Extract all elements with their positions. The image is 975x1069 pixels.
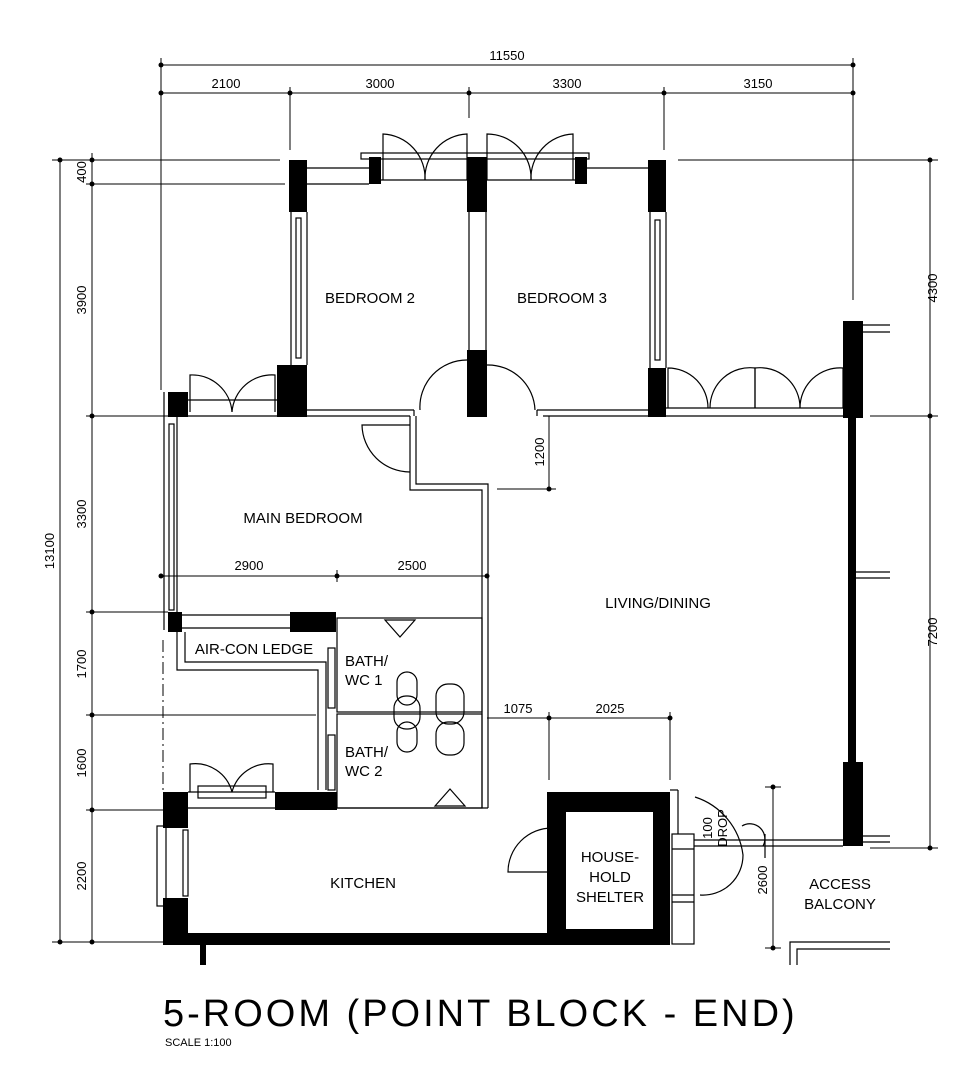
dim-left-overall: 13100 xyxy=(42,533,57,569)
dim-left-4: 1700 xyxy=(74,650,89,679)
room-bath-2-line1: BATH/ xyxy=(345,744,389,761)
drop-label: DROP xyxy=(715,809,730,847)
dim-right-2: 7200 xyxy=(925,618,940,647)
room-bath-2-line2: WC 2 xyxy=(345,763,383,780)
room-shelter-line3: SHELTER xyxy=(576,889,644,906)
room-living-dining: LIVING/DINING xyxy=(605,595,711,612)
room-bath-1-line2: WC 1 xyxy=(345,672,383,689)
doors xyxy=(189,133,844,896)
dim-left-3: 3300 xyxy=(74,500,89,529)
dim-balcony: 2600 xyxy=(755,866,770,895)
dim-left-2: 3900 xyxy=(74,286,89,315)
fixtures xyxy=(393,671,465,756)
dim-right-1: 4300 xyxy=(925,274,940,303)
dim-left-1: 400 xyxy=(74,161,89,183)
room-labels: BEDROOM 2 BEDROOM 3 MAIN BEDROOM LIVING/… xyxy=(195,290,876,913)
room-access-balcony-line1: ACCESS xyxy=(809,876,871,893)
room-main-bedroom: MAIN BEDROOM xyxy=(243,510,362,527)
room-bedroom-3: BEDROOM 3 xyxy=(517,290,607,307)
dim-main-bedroom-2: 2500 xyxy=(398,558,427,573)
dimension-lines xyxy=(52,58,938,951)
dim-left-5: 1600 xyxy=(74,749,89,778)
dim-top-4: 3150 xyxy=(744,76,773,91)
dim-top-3: 3300 xyxy=(553,76,582,91)
dim-left-6: 2200 xyxy=(74,862,89,891)
room-bedroom-2: BEDROOM 2 xyxy=(325,290,415,307)
dim-top-2: 3000 xyxy=(366,76,395,91)
room-shelter-line1: HOUSE- xyxy=(581,849,639,866)
dim-main-bedroom-1: 2900 xyxy=(235,558,264,573)
dimension-labels: 11550 2100 3000 3300 3150 13100 400 3900… xyxy=(42,48,940,894)
dim-top-1: 2100 xyxy=(212,76,241,91)
dim-shelter-zone-1: 1075 xyxy=(504,701,533,716)
dim-corridor: 1200 xyxy=(532,438,547,467)
plan-title: 5-ROOM (POINT BLOCK - END) xyxy=(163,993,798,1035)
room-kitchen: KITCHEN xyxy=(330,875,396,892)
room-bath-1-line1: BATH/ xyxy=(345,653,389,670)
dim-shelter-zone-2: 2025 xyxy=(596,701,625,716)
plan-scale: SCALE 1:100 xyxy=(165,1037,232,1049)
dim-overall-width: 11550 xyxy=(489,48,524,63)
room-access-balcony-line2: BALCONY xyxy=(804,896,876,913)
drop-value: 100 xyxy=(700,817,715,839)
walls xyxy=(156,157,890,965)
room-aircon-ledge: AIR-CON LEDGE xyxy=(195,641,313,658)
room-shelter-line2: HOLD xyxy=(589,869,631,886)
